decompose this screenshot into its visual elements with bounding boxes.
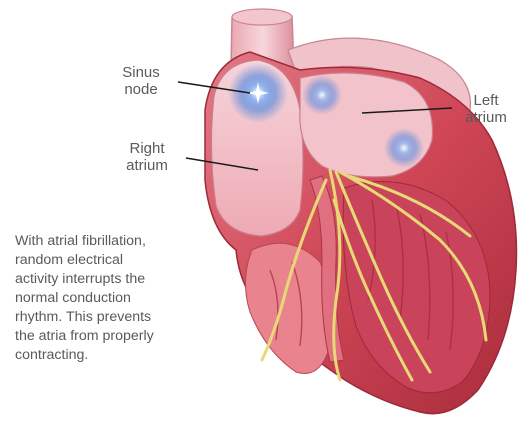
left-atrium-glow-upper [302,75,342,115]
sinus-node-label: Sinus node [106,64,176,98]
right-atrium-label: Right atrium [112,140,182,174]
left-atrium-glow-lower [384,128,424,168]
right-ventricle-cavity [245,243,331,373]
vessel-opening [232,9,292,25]
atrial-fibrillation-caption: With atrial fibrillation, random electri… [15,232,215,365]
left-atrium-label: Left atrium [452,92,520,126]
